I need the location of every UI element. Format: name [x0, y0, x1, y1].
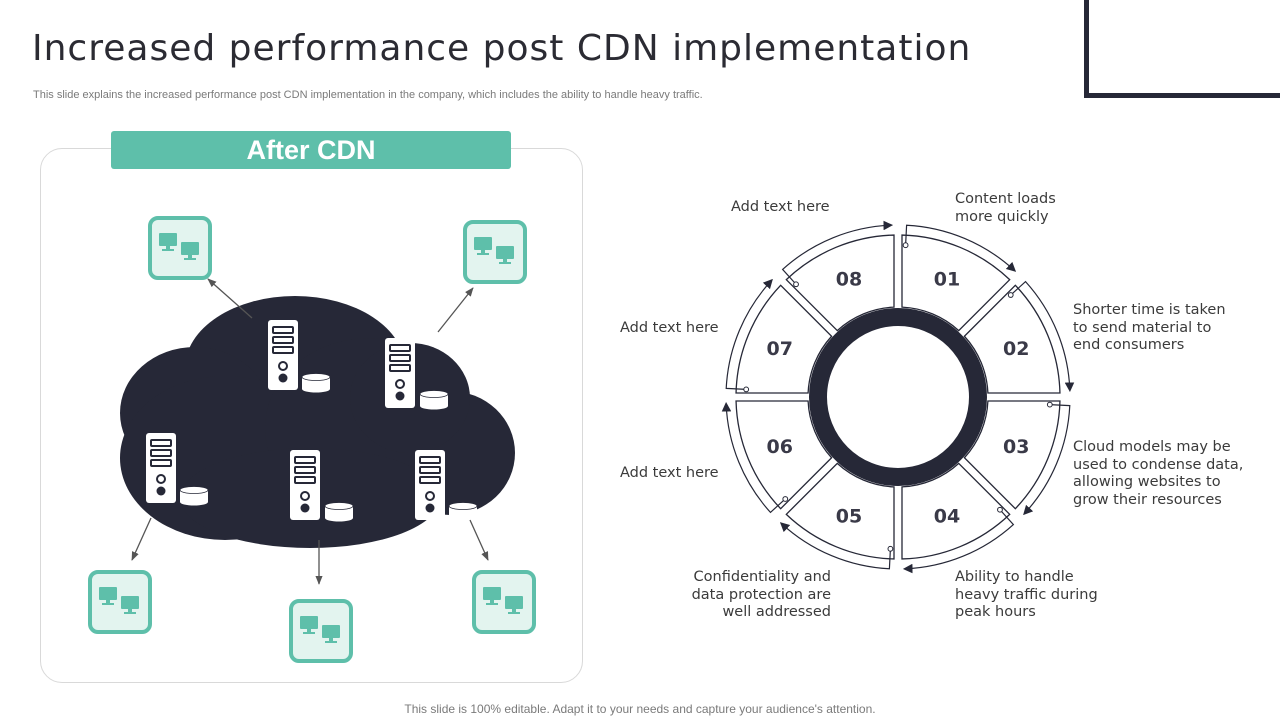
- database-disk-icon: [448, 502, 478, 522]
- arrow-icon: [469, 519, 489, 561]
- connector-arrow-icon: [721, 401, 786, 514]
- benefits-wheel: 01 02 03 04 05 06 07 08: [721, 220, 1075, 574]
- connector-arrow-icon: [779, 522, 892, 570]
- after-cdn-heading: After CDN: [111, 131, 511, 169]
- server-icon: [145, 432, 177, 504]
- wheel-segment-03: [963, 400, 1061, 510]
- wheel-segment-04: [901, 462, 1011, 560]
- wheel-segment-02: [963, 284, 1061, 394]
- connector-dot-icon: [997, 506, 1003, 513]
- connector-arrow-icon: [725, 278, 773, 391]
- connector-dot-icon: [887, 545, 894, 552]
- computer-monitors-icon: [472, 570, 536, 634]
- database-disk-icon: [301, 373, 331, 393]
- arrow-icon: [207, 278, 253, 319]
- arrow-icon: [131, 517, 152, 561]
- wheel-segment-05: [785, 462, 895, 560]
- connector-dot-icon: [782, 496, 789, 502]
- segment-08-label: Add text here: [731, 199, 830, 215]
- connector-arrow-icon: [781, 220, 894, 285]
- database-disk-icon: [419, 390, 449, 410]
- segment-number-03: 03: [1003, 436, 1029, 458]
- computer-monitors-icon: [148, 216, 212, 280]
- segment-number-08: 08: [836, 269, 862, 291]
- corner-decoration: [1084, 0, 1280, 98]
- connector-arrow-icon: [1023, 403, 1071, 516]
- server-icon: [267, 319, 299, 391]
- cdn-diagram: [88, 216, 536, 663]
- segment-05-label: Confidentiality and data protection are …: [691, 569, 831, 620]
- wheel-segment-08: [785, 234, 895, 332]
- connector-dot-icon: [1046, 401, 1053, 408]
- segment-number-04: 04: [934, 505, 960, 527]
- segment-number-01: 01: [934, 269, 960, 291]
- wheel-inner-ring: [809, 308, 987, 486]
- page-subtitle: This slide explains the increased perfor…: [33, 89, 703, 101]
- server-icon: [414, 449, 446, 521]
- segment-number-05: 05: [836, 505, 862, 527]
- connector-dot-icon: [1007, 292, 1014, 298]
- segment-07-label: Add text here: [620, 320, 719, 336]
- connector-dot-icon: [902, 242, 909, 249]
- segment-06-label: Add text here: [620, 465, 719, 481]
- wheel-segment-06: [735, 400, 833, 510]
- wheel-segment-01: [901, 234, 1011, 332]
- computer-monitors-icon: [289, 599, 353, 663]
- segment-number-02: 02: [1003, 338, 1029, 360]
- connector-arrow-icon: [1010, 280, 1075, 393]
- connector-dot-icon: [743, 386, 750, 393]
- segment-04-label: Ability to handle heavy traffic during p…: [955, 569, 1098, 620]
- server-icon: [384, 337, 416, 409]
- server-icon: [289, 449, 321, 521]
- wheel-segment-07: [735, 284, 833, 394]
- computer-monitors-icon: [88, 570, 152, 634]
- connector-dot-icon: [793, 281, 799, 288]
- footer-note: This slide is 100% editable. Adapt it to…: [404, 702, 876, 716]
- connector-arrow-icon: [904, 224, 1017, 272]
- arrow-icon: [437, 287, 474, 333]
- computer-monitors-icon: [463, 220, 527, 284]
- segment-02-label: Shorter time is taken to send material t…: [1073, 302, 1226, 353]
- segment-number-07: 07: [767, 338, 793, 360]
- segment-number-06: 06: [767, 436, 793, 458]
- database-disk-icon: [324, 502, 354, 522]
- page-title: Increased performance post CDN implement…: [32, 28, 972, 69]
- segment-03-label: Cloud models may be used to condense dat…: [1073, 439, 1244, 508]
- connector-arrow-icon: [902, 509, 1015, 574]
- segment-01-label: Content loads more quickly: [955, 191, 1056, 225]
- database-disk-icon: [179, 486, 209, 506]
